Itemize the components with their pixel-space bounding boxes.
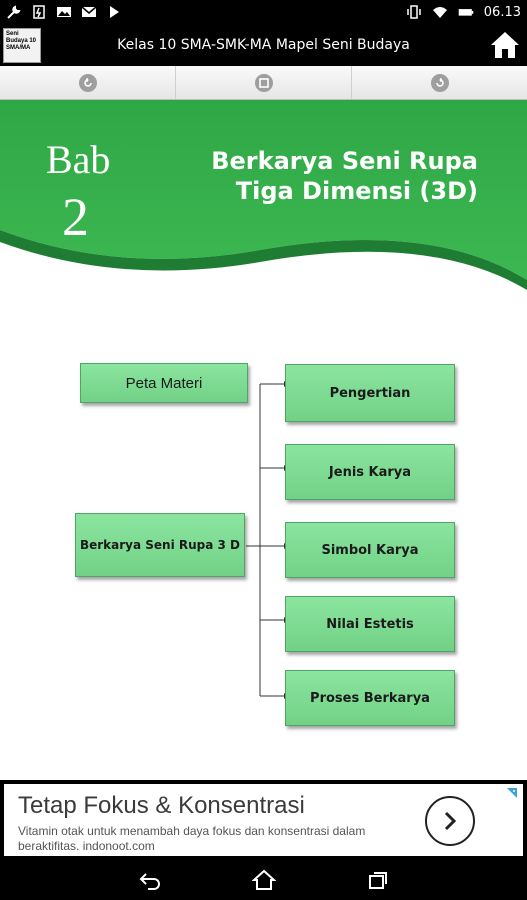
ad-title[interactable]: Tetap Fokus & Konsentrasi <box>18 792 305 819</box>
chapter-banner <box>0 100 527 290</box>
home-button[interactable] <box>488 29 522 61</box>
chapter-title-line-1: Berkarya Seni Rupa <box>211 147 478 175</box>
chapter-title: Berkarya Seni Rupa Tiga Dimensi (3D) <box>168 146 478 206</box>
subtopic-nilai-estetis[interactable]: Nilai Estetis <box>285 596 455 652</box>
recents-icon <box>368 872 387 889</box>
subtopic-label: Nilai Estetis <box>326 616 414 632</box>
home-outline-icon <box>251 869 276 890</box>
main-topic-label: Berkarya Seni Rupa 3 D <box>79 538 241 552</box>
subtopic-label: Jenis Karya <box>328 464 412 480</box>
subtopic-simbol-karya[interactable]: Simbol Karya <box>285 522 455 578</box>
next-page-button[interactable] <box>352 66 527 99</box>
subtopic-jenis-karya[interactable]: Jenis Karya <box>285 444 455 500</box>
wifi-icon <box>432 4 448 20</box>
ad-open-button[interactable] <box>425 796 475 846</box>
vibrate-icon <box>406 4 422 20</box>
system-nav-bar <box>0 860 527 900</box>
chevron-right-icon <box>444 811 457 831</box>
app-logo: Seni Budaya 10 SMA/MA <box>3 28 41 63</box>
app-bar: Seni Budaya 10 SMA/MA Kelas 10 SMA-SMK-M… <box>0 25 527 66</box>
back-icon <box>78 73 97 92</box>
page-content: Bab 2 Berkarya Seni Rupa Tiga Dimensi (3… <box>0 100 527 780</box>
subtopic-label: Proses Berkarya <box>310 690 430 706</box>
forward-icon <box>430 73 449 92</box>
mail-icon <box>81 4 97 20</box>
previous-page-button[interactable] <box>0 66 176 99</box>
main-topic-box[interactable]: Berkarya Seni Rupa 3 D <box>75 513 245 577</box>
system-back-button[interactable] <box>134 864 166 896</box>
subtopic-label: Pengertian <box>329 385 411 401</box>
ad-info-icon[interactable] <box>505 786 519 800</box>
subtopic-label: Simbol Karya <box>321 542 419 558</box>
status-bar: 06.13 <box>0 0 527 25</box>
subtopic-proses-berkarya[interactable]: Proses Berkarya <box>285 670 455 726</box>
peta-materi-box[interactable]: Peta Materi <box>80 363 248 403</box>
battery-saver-icon <box>31 4 47 20</box>
ad-description[interactable]: Vitamin otak untuk menambah daya fokus d… <box>18 824 366 853</box>
chapter-title-line-2: Tiga Dimensi (3D) <box>235 177 478 205</box>
wrench-icon <box>6 4 22 20</box>
back-arrow-icon <box>139 873 160 890</box>
ad-content[interactable]: Tetap Fokus & Konsentrasi Vitamin otak u… <box>4 784 523 856</box>
play-store-icon <box>106 4 122 20</box>
system-recents-button[interactable] <box>362 864 394 896</box>
bab-number: 2 <box>62 187 89 247</box>
ad-banner[interactable]: Tetap Fokus & Konsentrasi Vitamin otak u… <box>0 780 527 860</box>
battery-icon <box>458 4 474 20</box>
peta-materi-label: Peta Materi <box>125 374 203 392</box>
clock: 06.13 <box>483 4 521 20</box>
menu-icon <box>254 73 273 92</box>
image-icon <box>56 4 72 20</box>
page-nav-toolbar <box>0 66 527 100</box>
bab-label: Bab <box>46 137 111 182</box>
home-icon <box>491 32 519 58</box>
menu-button[interactable] <box>176 66 352 99</box>
system-home-button[interactable] <box>248 864 280 896</box>
subtopic-pengertian[interactable]: Pengertian <box>285 364 455 422</box>
app-title: Kelas 10 SMA-SMK-MA Mapel Seni Budaya <box>117 37 410 53</box>
